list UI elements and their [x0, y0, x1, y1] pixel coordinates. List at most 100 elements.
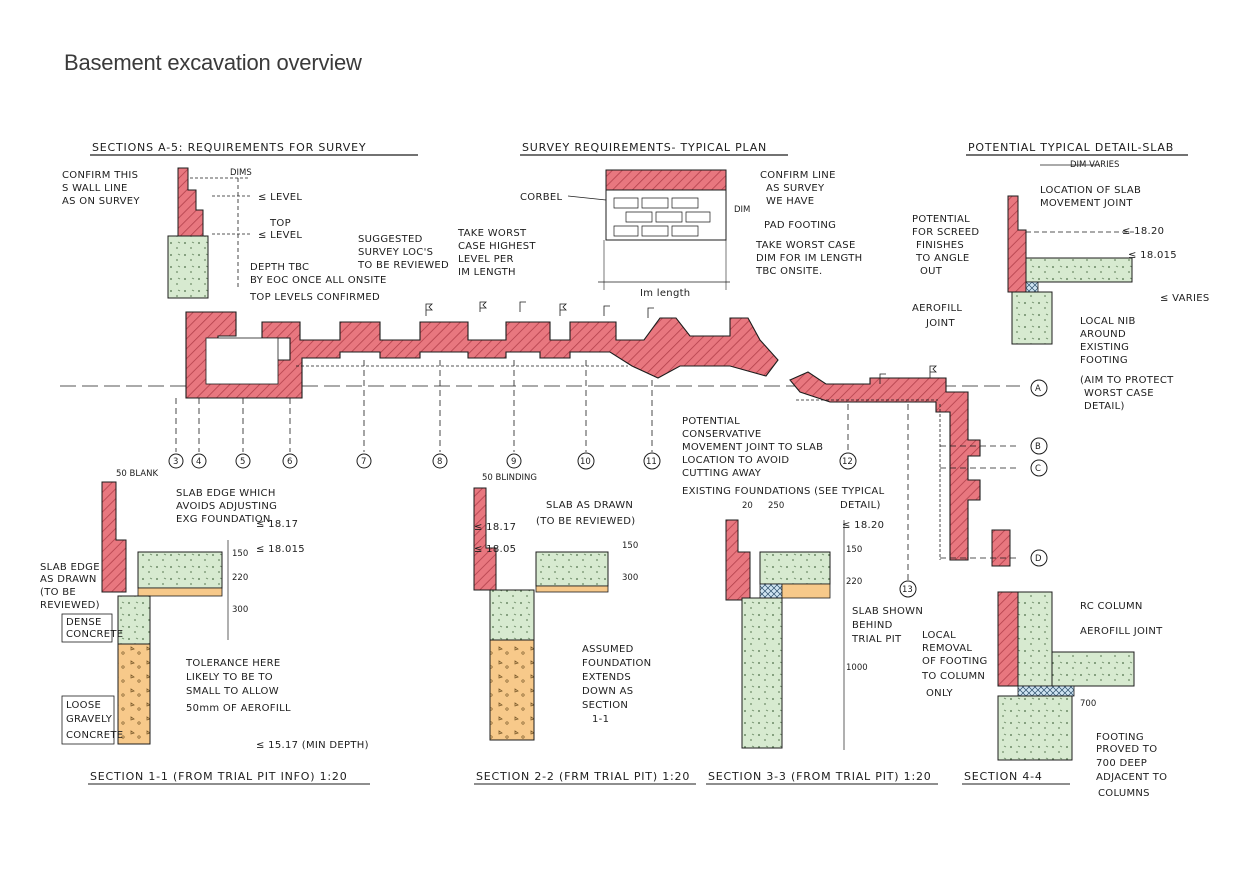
s2-top: 50 BLINDING	[482, 473, 537, 483]
s2-drawn-2: (TO BE REVIEWED)	[536, 516, 635, 527]
s1-drawn-1: SLAB EDGE	[40, 562, 100, 573]
s2-assumed-6: 1-1	[592, 714, 609, 725]
note-movement-3: MOVEMENT JOINT TO SLAB	[682, 442, 823, 453]
note-suggested-2: SURVEY LOC'S	[358, 247, 433, 258]
s3-lvl: ≤ 18.20	[842, 520, 884, 531]
note-top-level: ≤ LEVEL	[258, 230, 302, 241]
note-confirm-1: CONFIRM THIS	[62, 170, 138, 181]
note-level: ≤ LEVEL	[258, 192, 302, 203]
s1-lvl-a: ≤ 18.17	[256, 519, 298, 530]
heading-typical-plan: SURVEY REQUIREMENTS- TYPICAL PLAN	[522, 141, 767, 154]
note-depth-3: TOP LEVELS CONFIRMED	[249, 292, 380, 303]
s2-dim-150: 150	[622, 541, 638, 551]
note-top: TOP	[269, 218, 291, 229]
note-nib-7: DETAIL)	[1084, 401, 1125, 412]
note-aerofill-2: JOINT	[925, 318, 955, 329]
s1-edge-3: EXG FOUNDATION	[176, 514, 271, 525]
note-worst-level-4: IM LENGTH	[458, 267, 516, 278]
heading-sections-a5: SECTIONS A-5: REQUIREMENTS FOR SURVEY	[92, 141, 366, 154]
note-depth-1: DEPTH TBC	[250, 262, 309, 273]
s3-shown-1: SLAB SHOWN	[852, 606, 923, 617]
note-movement-7: DETAIL)	[840, 500, 881, 511]
section-3: 20 250 ≤ 18.20 150 220 1000 SLAB SHOWN B…	[706, 501, 938, 785]
note-nib-6: WORST CASE	[1084, 388, 1154, 399]
s4-aerofill: AEROFILL JOINT	[1080, 626, 1163, 637]
s1-drawn-3: (TO BE	[40, 587, 76, 598]
heading-section-2: SECTION 2-2 (FRM TRIAL PIT) 1:20	[476, 770, 690, 783]
note-movement-5: CUTTING AWAY	[682, 468, 762, 479]
note-worst-dim-1: TAKE WORST CASE	[755, 240, 856, 251]
svg-text:6: 6	[287, 457, 292, 467]
note-corbel: CORBEL	[520, 192, 562, 203]
s1-min-depth: ≤ 15.17 (MIN DEPTH)	[256, 740, 369, 751]
grid-5: 5	[235, 453, 251, 469]
note-nib-3: EXISTING	[1080, 342, 1129, 353]
note-confirm-2: S WALL LINE	[62, 183, 128, 194]
s3-depth: 1000	[846, 663, 868, 673]
note-lvl-1820: ≤ 18.20	[1122, 226, 1164, 237]
note-nib-4: FOOTING	[1080, 355, 1128, 366]
note-pad: PAD FOOTING	[764, 220, 836, 231]
plan-wall-east	[789, 371, 981, 561]
note-confirm-line-1: CONFIRM LINE	[760, 170, 836, 181]
s3-shown-2: BEHIND	[852, 620, 893, 631]
s1-drawn-4: REVIEWED)	[40, 600, 100, 611]
svg-text:5: 5	[240, 457, 245, 467]
svg-text:A: A	[1035, 384, 1041, 394]
note-varies: ≤ VARIES	[1160, 293, 1210, 304]
note-worst-level-3: LEVEL PER	[458, 254, 514, 265]
grid-3: 3	[168, 453, 184, 469]
note-potential-1: POTENTIAL	[912, 214, 970, 225]
note-worst-level-1: TAKE WORST	[457, 228, 527, 239]
detail-typical-plan: CORBEL CONFIRM LINE AS SURVEY WE HAVE DI…	[457, 169, 862, 299]
s1-top: 50 BLANK	[116, 469, 158, 479]
s4-footing-4: ADJACENT TO	[1096, 772, 1167, 783]
svg-text:8: 8	[437, 457, 442, 467]
s4-footing-5: COLUMNS	[1098, 788, 1150, 799]
svg-text:13: 13	[902, 585, 913, 595]
note-lvl-18015: ≤ 18.015	[1128, 250, 1177, 261]
s4-local-3: OF FOOTING	[922, 656, 988, 667]
note-worst-dim-3: TBC ONSITE.	[755, 266, 823, 277]
s2-assumed-1: ASSUMED	[582, 644, 634, 655]
s4-rc: RC COLUMN	[1080, 601, 1143, 612]
s2-assumed-4: DOWN AS	[582, 686, 633, 697]
s2-assumed-5: SECTION	[582, 700, 628, 711]
note-confirm-line-2: AS SURVEY	[766, 183, 825, 194]
note-movement-2: CONSERVATIVE	[682, 429, 761, 440]
grid-8: 8	[432, 453, 448, 469]
main-plan: 3 4 5 6 7 8 9 10 11 12 13 A B C D POTENT…	[60, 301, 1048, 598]
grid-c: C	[1030, 459, 1048, 477]
s1-dense-2: CONCRETE	[66, 629, 123, 640]
s4-dim: 700	[1080, 699, 1096, 709]
note-location-1: LOCATION OF SLAB	[1040, 185, 1141, 196]
grid-numbers: 3 4 5 6 7 8 9 10 11 12 13	[168, 452, 917, 598]
svg-text:7: 7	[361, 457, 366, 467]
plan-wall	[185, 311, 779, 399]
s1-dim-220: 220	[232, 573, 248, 583]
note-location-2: MOVEMENT JOINT	[1040, 198, 1133, 209]
note-movement-1: POTENTIAL	[682, 416, 740, 427]
svg-text:4: 4	[196, 457, 201, 467]
note-dim: DIM	[734, 205, 750, 215]
section-1: 50 BLANK SLAB EDGE WHICH AVOIDS ADJUSTIN…	[40, 469, 370, 785]
page-title: Basement excavation overview	[64, 50, 362, 75]
svg-text:C: C	[1035, 464, 1041, 474]
detail-a5: CONFIRM THIS S WALL LINE AS ON SURVEY DI…	[62, 167, 449, 303]
svg-text:12: 12	[842, 457, 853, 467]
note-depth-2: BY EOC ONCE ALL ONSITE	[250, 275, 387, 286]
note-potential-3: FINISHES	[916, 240, 964, 251]
note-nib-1: LOCAL NIB	[1080, 316, 1136, 327]
detail-slab: DIM VARIES LOCATION OF SLAB MOVEMENT JOI…	[912, 160, 1210, 412]
note-suggested-3: TO BE REVIEWED	[357, 260, 449, 271]
grid-9: 9	[506, 453, 522, 469]
note-aerofill-1: AEROFILL	[912, 303, 962, 314]
s2-assumed-2: FOUNDATION	[582, 658, 651, 669]
s1-tol-3: SMALL TO ALLOW	[186, 686, 279, 697]
note-nib-2: AROUND	[1080, 329, 1126, 340]
svg-text:3: 3	[173, 457, 178, 467]
note-potential-2: FOR SCREED	[912, 227, 979, 238]
note-dims: DIMS	[230, 168, 252, 178]
grid-4: 4	[191, 453, 207, 469]
